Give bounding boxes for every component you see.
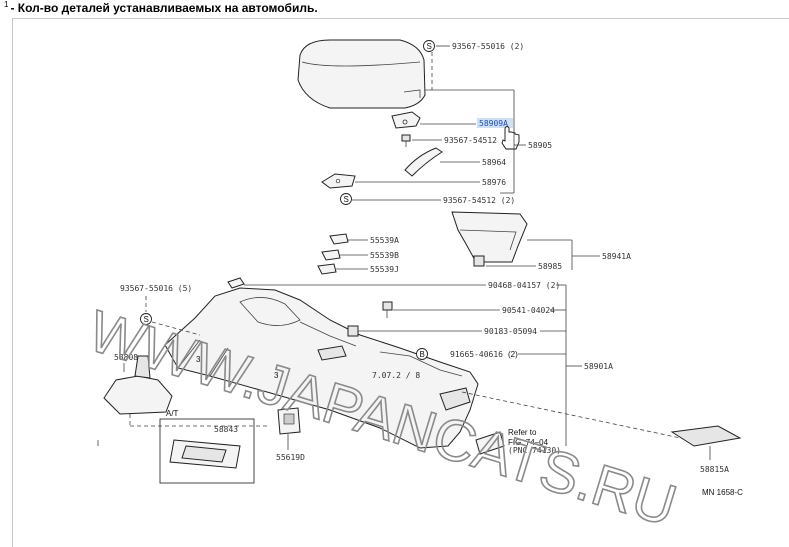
part-91665[interactable]: 91665-40616 <box>450 350 503 359</box>
part-55539B[interactable]: 55539B <box>370 251 399 260</box>
shift-boot <box>103 355 173 415</box>
part-58815A[interactable]: 58815A <box>700 465 729 474</box>
symbol-s-3: S <box>140 313 152 325</box>
callout-3a: 3 <box>196 355 201 364</box>
stamp-text: 7.07.2 / 8 <box>372 371 420 380</box>
armrest-lid <box>297 39 426 109</box>
svg-text:S: S <box>344 195 349 204</box>
part-58909A[interactable]: 58909A <box>479 119 508 128</box>
footnote-marker: 1 <box>4 0 9 9</box>
diagram-code: MN 1658-C <box>702 488 743 497</box>
part-90541[interactable]: 90541-04024 <box>502 306 555 315</box>
at-box <box>159 418 255 484</box>
part-55539A[interactable]: 55539A <box>370 236 399 245</box>
part-58964[interactable]: 58964 <box>482 158 506 167</box>
hinge-part <box>391 111 421 129</box>
svg-text:S: S <box>427 42 432 51</box>
callout-3b: 3 <box>274 371 279 380</box>
footnote: 1- Кол-во деталей устанавливаемых на авт… <box>4 0 318 15</box>
footnote-text: - Кол-во деталей устанавливаемых на авто… <box>10 1 318 15</box>
highlight-58909A <box>477 118 513 128</box>
svg-text:B: B <box>420 350 425 359</box>
part-58808[interactable]: 58808 <box>114 353 138 362</box>
svg-text:S: S <box>144 315 149 324</box>
watermark: WWW.JAPANCATS.RU <box>81 298 683 539</box>
label-at: A/T <box>166 409 179 418</box>
bolt-part <box>382 301 393 318</box>
spring-part <box>404 147 443 177</box>
symbol-s-1: S <box>423 40 435 52</box>
shift-indicator <box>169 439 241 469</box>
diagram-frame <box>12 18 789 547</box>
symbol-b: B <box>416 348 428 360</box>
part-58901A[interactable]: 58901A <box>584 362 613 371</box>
screw-part <box>401 134 411 147</box>
center-console <box>164 287 479 449</box>
nut-part <box>347 325 359 337</box>
part-58843[interactable]: 58843 <box>214 425 238 434</box>
console-box <box>451 211 528 267</box>
part-91665-qty: (2) <box>508 350 518 359</box>
ashtray-part <box>475 431 505 455</box>
hand-pointer-icon <box>501 126 520 150</box>
part-58905[interactable]: 58905 <box>528 141 552 150</box>
part-93567-54512-b[interactable]: 93567-54512 (2) <box>443 196 515 205</box>
refer-line-2: FIG. 74–04 <box>508 438 549 447</box>
switch-panel <box>277 407 301 435</box>
part-93567-55016-top[interactable]: 93567-55016 (2) <box>452 42 524 51</box>
part-90468[interactable]: 90468-04157 (2) <box>488 281 560 290</box>
part-58976[interactable]: 58976 <box>482 178 506 187</box>
refer-line-1: Refer to <box>508 428 537 437</box>
console-mat <box>670 425 742 447</box>
clip-55539b <box>321 249 341 261</box>
part-90183[interactable]: 90183-05094 <box>484 327 537 336</box>
part-58985[interactable]: 58985 <box>538 262 562 271</box>
clip-55539j <box>317 263 337 275</box>
symbol-s-2: S <box>340 193 352 205</box>
small-clip <box>227 277 245 289</box>
latch-part <box>321 173 356 189</box>
clip-55539a <box>329 233 349 245</box>
part-58941A[interactable]: 58941A <box>602 252 631 261</box>
part-55619D[interactable]: 55619D <box>276 453 305 462</box>
part-93567-54512-a[interactable]: 93567-54512 <box>444 136 497 145</box>
part-55539J[interactable]: 55539J <box>370 265 399 274</box>
refer-line-3: (PNC 74130) <box>508 446 561 455</box>
part-93567-55016-left[interactable]: 93567-55016 (5) <box>120 284 192 293</box>
